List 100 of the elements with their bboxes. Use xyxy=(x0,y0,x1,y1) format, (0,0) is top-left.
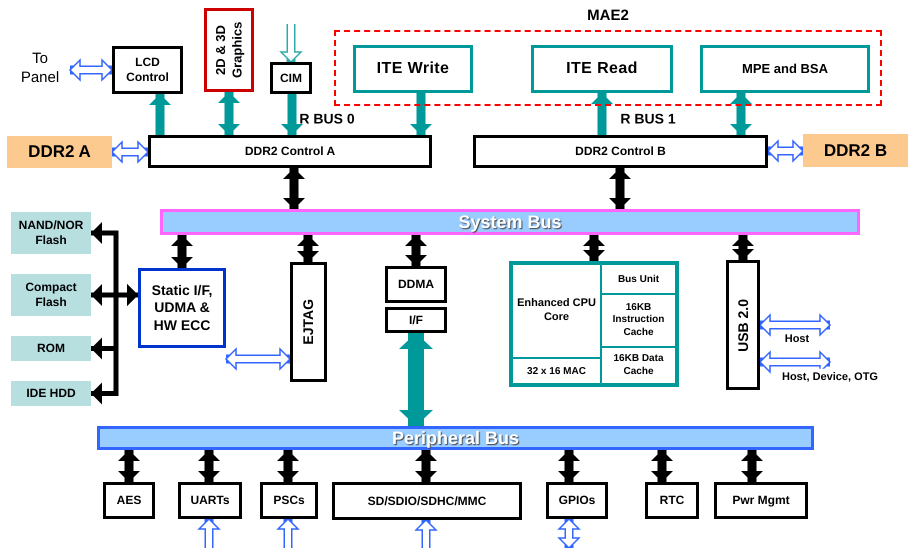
block-label: DDMA xyxy=(398,277,434,292)
block-label: IDE HDD xyxy=(26,386,76,401)
module-box xyxy=(138,268,226,348)
hollow-arrow xyxy=(111,141,149,163)
block-arrow xyxy=(732,235,754,260)
block-label: 32 x 16 MAC xyxy=(527,364,586,378)
block-arrow xyxy=(281,94,303,135)
block-arrow xyxy=(118,450,140,482)
hollow-arrow xyxy=(69,59,113,81)
block-label: LCD Control xyxy=(125,55,170,85)
block-label: SD/SDIO/SDHC/MMC xyxy=(368,494,486,508)
bus-bar xyxy=(160,209,860,235)
block-label: DDR2 Control A xyxy=(244,144,336,159)
module-box xyxy=(726,260,760,390)
block-arrow xyxy=(171,235,193,268)
block-arrow xyxy=(410,93,432,135)
block-label: 16KB Data Cache xyxy=(612,353,665,378)
block-label: GPIOs xyxy=(558,493,596,508)
block-arrow xyxy=(283,168,305,209)
hollow-arrow xyxy=(759,351,831,373)
module-box xyxy=(531,45,673,93)
memory-block xyxy=(803,134,908,167)
memory-block xyxy=(7,136,112,168)
storage-box xyxy=(11,336,91,361)
block-label: DDR2 Control B xyxy=(575,144,666,159)
block-arrow xyxy=(149,94,171,135)
hollow-arrow xyxy=(198,518,220,548)
block-label: MPE and BSA xyxy=(742,60,828,78)
hollow-arrow xyxy=(225,348,291,370)
module-box xyxy=(260,482,318,519)
block-label: 2D & 3D Graphics xyxy=(212,20,246,80)
block-label: DDR2 A xyxy=(28,141,91,164)
block-label: MAE2 xyxy=(586,6,630,26)
block-label: ROM xyxy=(37,341,65,356)
block-label: 16KB Instruction Cache xyxy=(612,302,666,340)
block-arrow xyxy=(651,450,673,482)
block-label: Static I/F, UDMA & HW ECC xyxy=(150,282,214,334)
module-box xyxy=(546,482,608,519)
block-label: NAND/NOR Flash xyxy=(18,218,84,248)
module-box xyxy=(714,482,808,519)
block-label: AES xyxy=(116,493,142,508)
module-box xyxy=(148,135,432,168)
bus-label: R BUS 0 xyxy=(299,110,355,128)
block-label: ITE Write xyxy=(376,59,450,79)
storage-box xyxy=(11,381,91,406)
block-label: I/F xyxy=(409,312,423,328)
module-box xyxy=(178,482,242,519)
block-arrow xyxy=(415,450,437,482)
block-label: Peripheral Bus xyxy=(392,426,520,450)
block-label: EJTAG xyxy=(299,299,317,345)
block-arrow xyxy=(741,450,763,482)
module-box xyxy=(700,45,870,93)
module-box xyxy=(270,62,312,94)
block-label: PSCs xyxy=(273,493,305,508)
block-arrow xyxy=(730,93,752,135)
block-label: DDR2 B xyxy=(824,140,888,162)
module-box xyxy=(645,482,699,519)
block-label: CIM xyxy=(280,70,302,86)
hollow-arrow xyxy=(280,24,302,63)
hollow-arrow xyxy=(558,518,580,548)
block-arrow xyxy=(591,93,613,135)
block-arrow xyxy=(405,235,427,266)
block-arrow xyxy=(583,235,605,261)
module-box xyxy=(473,135,768,168)
module-box xyxy=(112,46,183,94)
hollow-arrow xyxy=(759,314,831,336)
cpu-cell xyxy=(511,263,602,359)
module-box xyxy=(103,482,155,519)
module-box xyxy=(353,45,473,93)
block-label: RTC xyxy=(660,493,684,508)
cpu-cell xyxy=(600,346,677,385)
module-box xyxy=(332,482,522,520)
block-label: USB 2.0 xyxy=(734,298,752,352)
block-label: ITE Read xyxy=(566,59,638,79)
block-label: UARTs xyxy=(190,493,230,508)
cpu-cell xyxy=(600,263,677,295)
bus-bar xyxy=(97,426,814,450)
block-arrow xyxy=(198,450,220,482)
block-arrow xyxy=(91,284,138,404)
module-box xyxy=(290,262,327,382)
cpu-cell xyxy=(511,357,602,385)
block-arrow xyxy=(558,450,580,482)
block-label: Enhanced CPU Core xyxy=(516,297,597,325)
panel-label: To Panel xyxy=(10,46,70,92)
module-box xyxy=(385,266,447,303)
module-box xyxy=(204,8,254,92)
module-box xyxy=(385,307,447,333)
storage-box xyxy=(11,212,91,254)
block-arrow xyxy=(399,333,433,426)
hollow-arrow xyxy=(415,519,437,548)
block-label: Bus Unit xyxy=(618,272,660,286)
block-arrow xyxy=(609,168,631,209)
cpu-block xyxy=(509,261,679,387)
block-arrow xyxy=(218,92,240,135)
block-label: Pwr Mgmt xyxy=(732,493,790,508)
hollow-arrow xyxy=(277,518,299,548)
bus-label: R BUS 1 xyxy=(620,110,676,128)
block-arrow xyxy=(297,235,319,262)
hollow-arrow xyxy=(767,140,804,162)
block-arrow xyxy=(277,450,299,482)
